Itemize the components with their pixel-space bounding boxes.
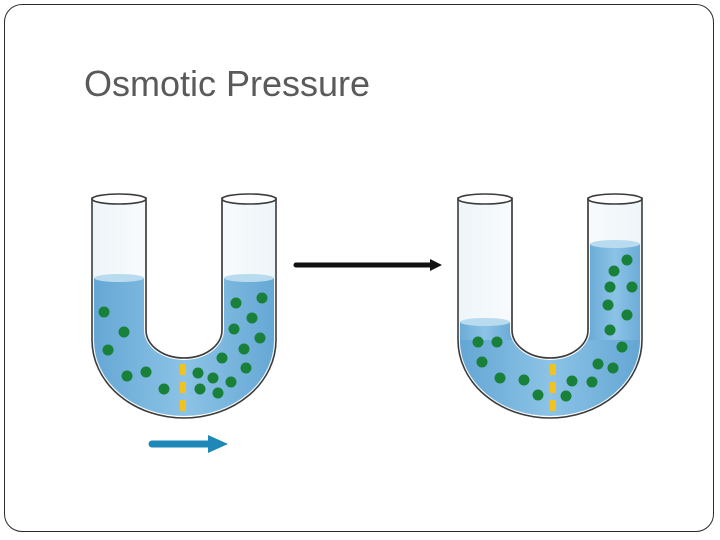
u-tube-before-icon xyxy=(91,193,277,419)
water-flow-arrow-icon xyxy=(148,435,228,453)
membrane-after xyxy=(550,364,556,411)
right-arrow-icon xyxy=(293,259,442,271)
slide-title: Osmotic Pressure xyxy=(84,63,371,104)
u-tube-after-icon xyxy=(457,193,643,419)
solute-particles-after xyxy=(472,254,638,402)
membrane-before xyxy=(180,364,186,411)
solute-particles-before xyxy=(98,292,268,399)
